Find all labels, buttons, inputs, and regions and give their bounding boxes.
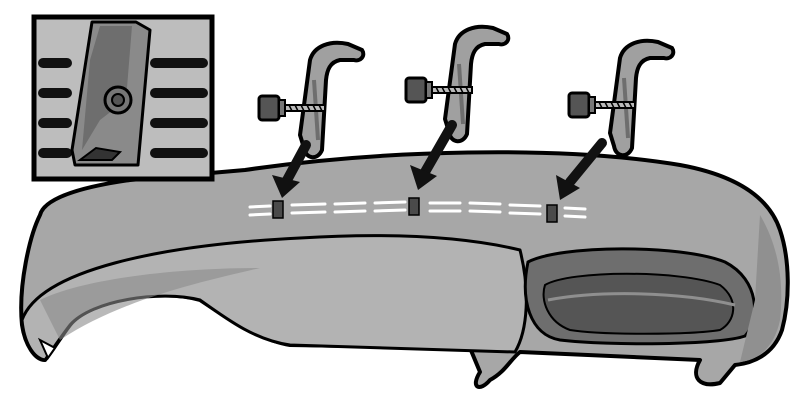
down-arrow-icon — [556, 138, 607, 200]
inset-lower-tab — [77, 146, 123, 161]
down-arrow-icon — [272, 140, 311, 198]
mounting-bracket-3 — [608, 38, 676, 158]
inset-slots-left — [38, 58, 72, 158]
mounting-slot-1 — [272, 200, 284, 219]
inset-slots-right — [150, 58, 208, 158]
mounting-bracket-icon — [298, 40, 366, 160]
glovebox-highlight — [547, 292, 736, 307]
arrow-3 — [556, 138, 607, 200]
left-notch — [37, 337, 57, 361]
magnified-bracket-detail — [31, 14, 215, 182]
dash-right-end — [740, 215, 782, 362]
arrow-1 — [272, 140, 311, 198]
dash-pad-underside-shadow — [40, 268, 260, 340]
mounting-slot-2 — [408, 197, 420, 216]
glovebox-inner — [542, 272, 735, 335]
mounting-bracket-1 — [298, 40, 366, 160]
arrow-2 — [410, 120, 457, 190]
down-arrow-icon — [410, 120, 457, 190]
dashboard-pad — [19, 150, 790, 389]
inset-bracket-face — [82, 26, 132, 150]
mounting-bracket-icon — [608, 38, 676, 158]
mounting-slot-3 — [546, 204, 558, 223]
defrost-vent — [248, 200, 587, 219]
